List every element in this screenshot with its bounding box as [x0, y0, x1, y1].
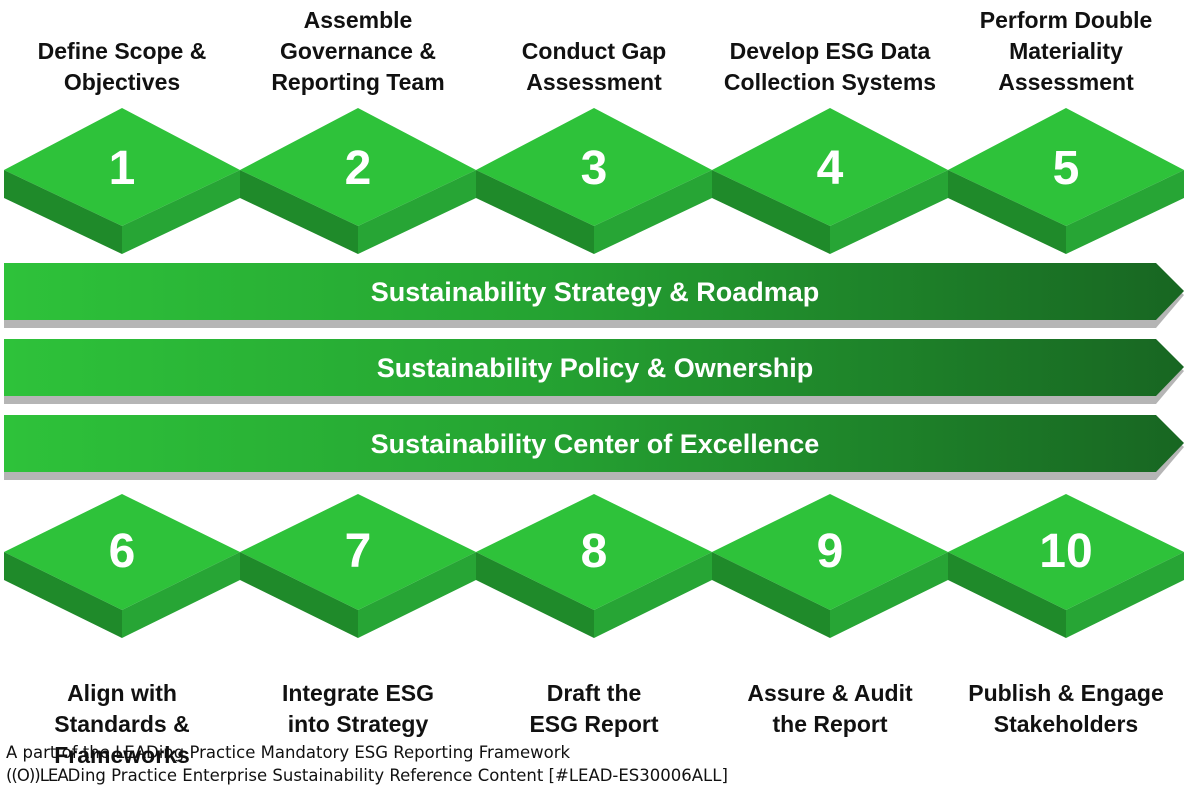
step-3-number: 3 — [581, 142, 608, 195]
step-6-tile: 6 — [4, 494, 240, 638]
step-1-label-box: Define Scope & Objectives — [4, 2, 240, 98]
step-1-number: 1 — [109, 142, 136, 195]
step-3-label-box: Conduct Gap Assessment — [476, 2, 712, 98]
step-3-label: Conduct Gap Assessment — [521, 38, 667, 95]
footer-framework-line: A part of the LEADing Practice Mandatory… — [6, 743, 571, 762]
band-policy-ownership: Sustainability Policy & Ownership — [4, 339, 1184, 404]
step-4-label: Develop ESG Data Collection Systems — [723, 38, 937, 95]
step-1-label: Define Scope & Objectives — [37, 38, 207, 95]
step-4-label-box: Develop ESG Data Collection Systems — [712, 2, 948, 98]
step-9-number: 9 — [817, 525, 844, 578]
step-8-label-box: Draft the ESG Report — [476, 647, 712, 771]
step-4-number: 4 — [817, 142, 844, 195]
step-8-label: Draft the ESG Report — [529, 680, 659, 737]
step-1-tile: 1 — [4, 108, 240, 254]
step-10-label-box: Publish & Engage Stakeholders — [948, 647, 1184, 771]
step-6-label: Align with Standards & Frameworks — [54, 680, 190, 768]
step-10-label: Publish & Engage Stakeholders — [968, 680, 1164, 737]
step-5-tile: 5 — [948, 108, 1184, 254]
step-8-number: 8 — [581, 525, 608, 578]
band-center-of-excellence-label: Sustainability Center of Excellence — [371, 429, 820, 459]
band-strategy-roadmap: Sustainability Strategy & Roadmap — [4, 263, 1184, 328]
band-strategy-roadmap-label: Sustainability Strategy & Roadmap — [371, 277, 820, 307]
step-5-number: 5 — [1053, 142, 1080, 195]
step-4-tile: 4 — [712, 108, 948, 254]
leading-practice-logo: ((O))LEA — [6, 766, 69, 785]
step-10-tile: 10 — [948, 494, 1184, 638]
process-diagram: 1 2 3 4 5 Sustainability Strategy & Road… — [4, 108, 1184, 638]
step-5-label: Perform Double Materiality Assessment — [979, 7, 1153, 95]
band-center-of-excellence: Sustainability Center of Excellence — [4, 415, 1184, 480]
band-policy-ownership-label: Sustainability Policy & Ownership — [377, 353, 814, 383]
step-2-tile: 2 — [240, 108, 476, 254]
step-7-tile: 7 — [240, 494, 476, 638]
step-6-number: 6 — [109, 525, 136, 578]
step-9-label-box: Assure & Audit the Report — [712, 647, 948, 771]
step-7-label-box: Integrate ESG into Strategy — [240, 647, 476, 771]
step-7-label: Integrate ESG into Strategy — [281, 680, 435, 737]
step-10-number: 10 — [1039, 525, 1092, 578]
step-8-tile: 8 — [476, 494, 712, 638]
step-2-label-box: Assemble Governance & Reporting Team — [240, 2, 476, 98]
footer-reference-text: Ding Practice Enterprise Sustainability … — [67, 766, 728, 785]
step-7-number: 7 — [345, 525, 372, 578]
footer-reference-line: ((O))LEADing Practice Enterprise Sustain… — [6, 766, 728, 785]
step-9-tile: 9 — [712, 494, 948, 638]
step-3-tile: 3 — [476, 108, 712, 254]
step-2-label: Assemble Governance & Reporting Team — [271, 7, 445, 95]
step-2-number: 2 — [345, 142, 372, 195]
step-9-label: Assure & Audit the Report — [747, 680, 913, 737]
step-6-label-box: Align with Standards & Frameworks — [4, 647, 240, 802]
step-5-label-box: Perform Double Materiality Assessment — [948, 2, 1184, 98]
